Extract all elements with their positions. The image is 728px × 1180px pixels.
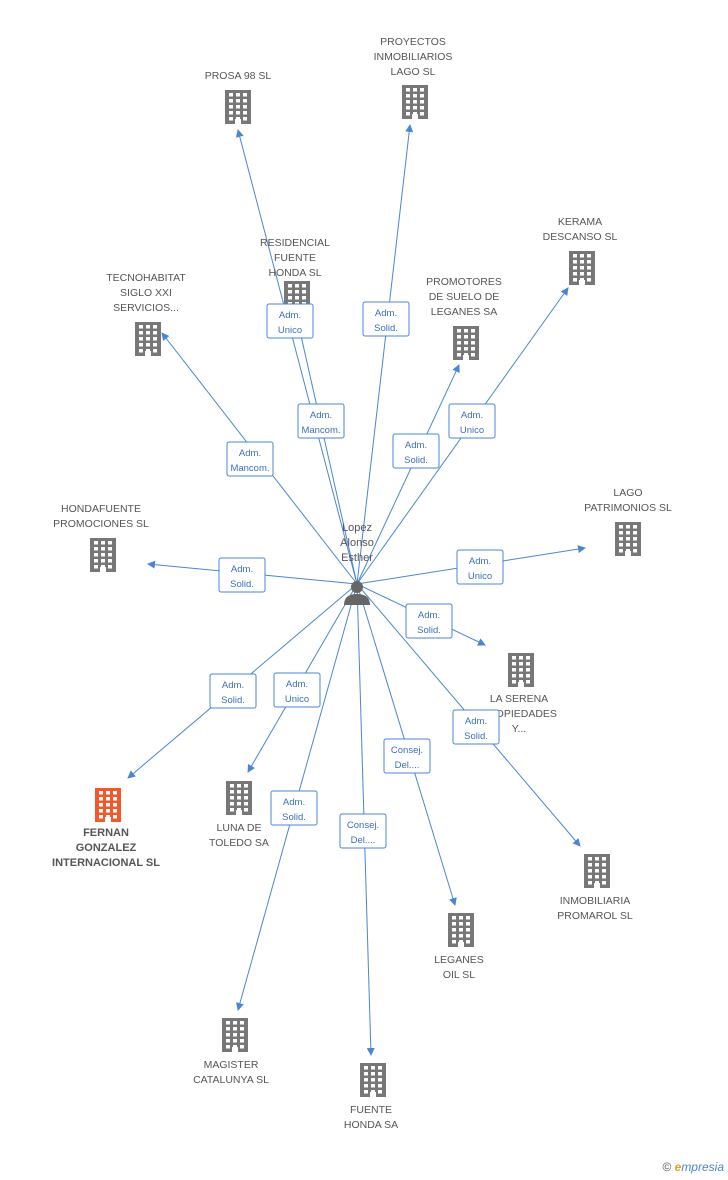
svg-text:Adm.: Adm. [375, 308, 397, 319]
svg-text:Consej.: Consej. [347, 820, 379, 831]
brand-initial: e [674, 1160, 682, 1174]
svg-text:Solid.: Solid. [374, 323, 398, 334]
svg-text:Solid.: Solid. [417, 625, 441, 636]
role-badge-fernan[interactable]: Adm. Solid. [209, 673, 257, 709]
svg-text:Unico: Unico [285, 694, 309, 705]
svg-text:Adm.: Adm. [465, 716, 487, 727]
role-badge-lago[interactable]: Adm. Unico [456, 549, 504, 585]
building-icon-magister[interactable] [222, 1018, 248, 1052]
footer-brand: © empresia [662, 1160, 724, 1174]
svg-text:Adm.: Adm. [279, 310, 301, 321]
person-icon[interactable] [344, 581, 370, 605]
svg-text:Adm.: Adm. [405, 440, 427, 451]
edge-residencial [296, 317, 358, 585]
role-badge-promotores[interactable]: Adm. Solid. [392, 433, 440, 469]
building-icon-promotores[interactable] [453, 326, 479, 360]
brand-name: mpresia [681, 1160, 724, 1174]
svg-text:Adm.: Adm. [231, 564, 253, 575]
svg-text:Mancom.: Mancom. [301, 425, 340, 436]
company-label-prosa[interactable]: PROSA 98 SL [205, 70, 272, 82]
svg-text:Del....: Del.... [395, 760, 420, 771]
svg-text:Unico: Unico [468, 571, 492, 582]
building-icon-promarol[interactable] [584, 854, 610, 888]
role-badge-fuente[interactable]: Consej. Del.... [339, 813, 387, 849]
edge-proyectos [356, 124, 414, 585]
role-badge-tecnohabitat[interactable]: Adm. Mancom. [226, 441, 274, 477]
edge-promotores [356, 364, 460, 585]
svg-text:Del....: Del.... [351, 835, 376, 846]
building-icon-hondafuente[interactable] [90, 538, 116, 572]
svg-text:Solid.: Solid. [282, 812, 306, 823]
svg-text:Solid.: Solid. [404, 455, 428, 466]
building-icon-prosa[interactable] [225, 90, 251, 124]
svg-text:Unico: Unico [278, 325, 302, 336]
building-icon-luna[interactable] [226, 781, 252, 815]
svg-text:Adm.: Adm. [222, 680, 244, 691]
building-icon-fernan[interactable] [95, 788, 121, 822]
svg-text:Adm.: Adm. [310, 410, 332, 421]
svg-text:Adm.: Adm. [418, 610, 440, 621]
svg-text:Adm.: Adm. [469, 556, 491, 567]
role-badge-magister[interactable]: Adm. Solid. [270, 790, 318, 826]
building-icon-proyectos[interactable] [402, 85, 428, 119]
svg-text:Solid.: Solid. [464, 731, 488, 742]
role-badge-laserena[interactable]: Adm. Solid. [405, 603, 453, 639]
svg-text:Solid.: Solid. [221, 695, 245, 706]
edge-prosa [235, 129, 358, 585]
svg-text:Solid.: Solid. [230, 579, 254, 590]
role-badge-residencial[interactable]: Adm. Unico [266, 303, 314, 339]
svg-text:Adm.: Adm. [239, 448, 261, 459]
svg-text:Adm.: Adm. [461, 410, 483, 421]
role-badge-proyectos[interactable]: Adm. Solid. [362, 301, 410, 337]
svg-text:Mancom.: Mancom. [230, 463, 269, 474]
building-icon-leganes[interactable] [448, 913, 474, 947]
role-badge-leganes[interactable]: Consej. Del.... [383, 738, 431, 774]
building-icon-laserena[interactable] [508, 653, 534, 687]
roles-layer: Adm.Mancom.Adm.Solid.Adm.UnicoAdm.UnicoA… [209, 301, 504, 849]
svg-text:Consej.: Consej. [391, 745, 423, 756]
role-badge-hondafuente[interactable]: Adm. Solid. [218, 557, 266, 593]
building-icon-kerama[interactable] [569, 251, 595, 285]
building-icon-tecnohabitat[interactable] [135, 322, 161, 356]
svg-text:Unico: Unico [460, 425, 484, 436]
role-badge-promarol[interactable]: Adm. Solid. [452, 709, 500, 745]
role-badge-luna[interactable]: Adm. Unico [273, 672, 321, 708]
building-icon-fuente[interactable] [360, 1063, 386, 1097]
svg-text:Adm.: Adm. [283, 797, 305, 808]
copyright-symbol: © [662, 1160, 672, 1174]
brand-logo[interactable]: empresia [675, 1160, 724, 1174]
role-badge-kerama[interactable]: Adm. Unico [448, 403, 496, 439]
role-badge-prosa[interactable]: Adm. Mancom. [297, 403, 345, 439]
svg-text:Adm.: Adm. [286, 679, 308, 690]
building-icon-lago[interactable] [615, 522, 641, 556]
